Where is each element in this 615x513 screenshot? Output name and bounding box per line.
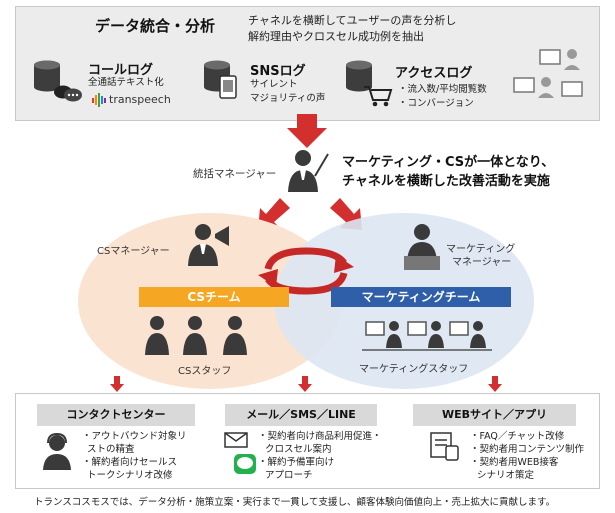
marketing-team-bar: マーケティングチーム: [331, 287, 511, 307]
panel-desc-line2: 解約理由やクロスセル成功例を抽出: [248, 30, 424, 43]
smartphone-icon: [219, 75, 237, 99]
mail-icon: [224, 432, 248, 448]
down-arrow-icon: [298, 376, 312, 392]
marketing-manager-line2: マネージャー: [452, 257, 512, 268]
database-icon: [34, 60, 60, 92]
sns-log-sub1: サイレント: [250, 79, 298, 90]
cycle-arrows-icon: [258, 247, 354, 295]
channel-item: ・解約者向けセールス: [82, 457, 178, 468]
web-page-icon: [430, 432, 459, 461]
channel-item: ストの精査: [87, 444, 135, 455]
channel-item: シナリオ策定: [477, 470, 535, 481]
channel-item: アプローチ: [265, 470, 313, 481]
shopping-cart-icon: [364, 86, 393, 107]
sns-log-label: SNSログ: [250, 64, 306, 79]
channel-mail-sms-line-title: メール／SMS／LINE: [225, 404, 377, 426]
access-log-sub2: ・コンバージョン: [398, 98, 474, 109]
down-arrow-icon: [110, 376, 124, 392]
data-integration-panel: [15, 6, 600, 121]
channel-item: クロスセル案内: [265, 444, 332, 455]
channel-item: ・FAQ／チャット改修: [470, 431, 565, 442]
down-arrow-icon: [488, 376, 502, 392]
call-log-label: コールログ: [88, 63, 154, 78]
manager-message-line1: マーケティング・CSが一体となり、: [342, 155, 555, 170]
presenter-icon: [288, 150, 329, 192]
panel-desc-line1: チャネルを横断してユーザーの声を分析し: [248, 14, 457, 27]
channel-item: ・契約者用コンテンツ制作: [470, 444, 585, 455]
marketing-manager-line1: マーケティング: [446, 244, 516, 255]
channel-item: ・契約者用WEB接客: [470, 457, 559, 468]
marketing-staff-icons: [362, 321, 492, 351]
cs-staff-icons: [145, 316, 247, 355]
transpeech-brand: transpeech: [109, 93, 171, 106]
cs-staff-label: CSスタッフ: [178, 366, 232, 377]
general-manager-label: 統括マネージャー: [193, 168, 277, 180]
access-log-label: アクセスログ: [395, 66, 473, 81]
channel-item: ・解約予備軍向け: [258, 457, 335, 468]
megaphone-person-icon: [188, 224, 229, 266]
call-log-sub: 全通話テキスト化: [88, 77, 164, 88]
down-arrow-icon: [287, 114, 327, 148]
access-log-sub1: ・流入数/平均閲覧数: [398, 84, 487, 95]
channel-item: ・アウトバウンド対象リ: [82, 431, 187, 442]
headset-operator-icon: [43, 432, 71, 470]
channel-web-app-title: WEBサイト／アプリ: [413, 404, 576, 426]
manager-message-line2: チャネルを横断した改善活動を実施: [342, 174, 550, 189]
transpeech-logo-icon: [92, 93, 106, 107]
panel-title: データ統合・分析: [95, 17, 216, 35]
channel-item: ・契約者向け商品利用促進・: [258, 431, 382, 442]
cs-manager-label: CSマネージャー: [97, 246, 170, 257]
footer-note: トランスコスモスでは、データ分析・施策立案・実行まで一貫して支援し、顧客体験向価…: [34, 497, 556, 508]
line-app-icon: [234, 454, 256, 474]
laptop-person-icon: [404, 224, 440, 270]
chat-bubbles-icon: [54, 85, 82, 102]
cs-team-bar: CSチーム: [139, 287, 289, 307]
channel-contact-center-title: コンタクトセンター: [37, 404, 195, 426]
marketing-staff-label: マーケティングスタッフ: [359, 364, 469, 375]
sns-log-sub2: マジョリティの声: [250, 93, 326, 104]
channel-item: トークシナリオ改修: [87, 470, 173, 481]
users-with-computers-icon: [513, 49, 583, 98]
database-icon: [346, 60, 372, 92]
